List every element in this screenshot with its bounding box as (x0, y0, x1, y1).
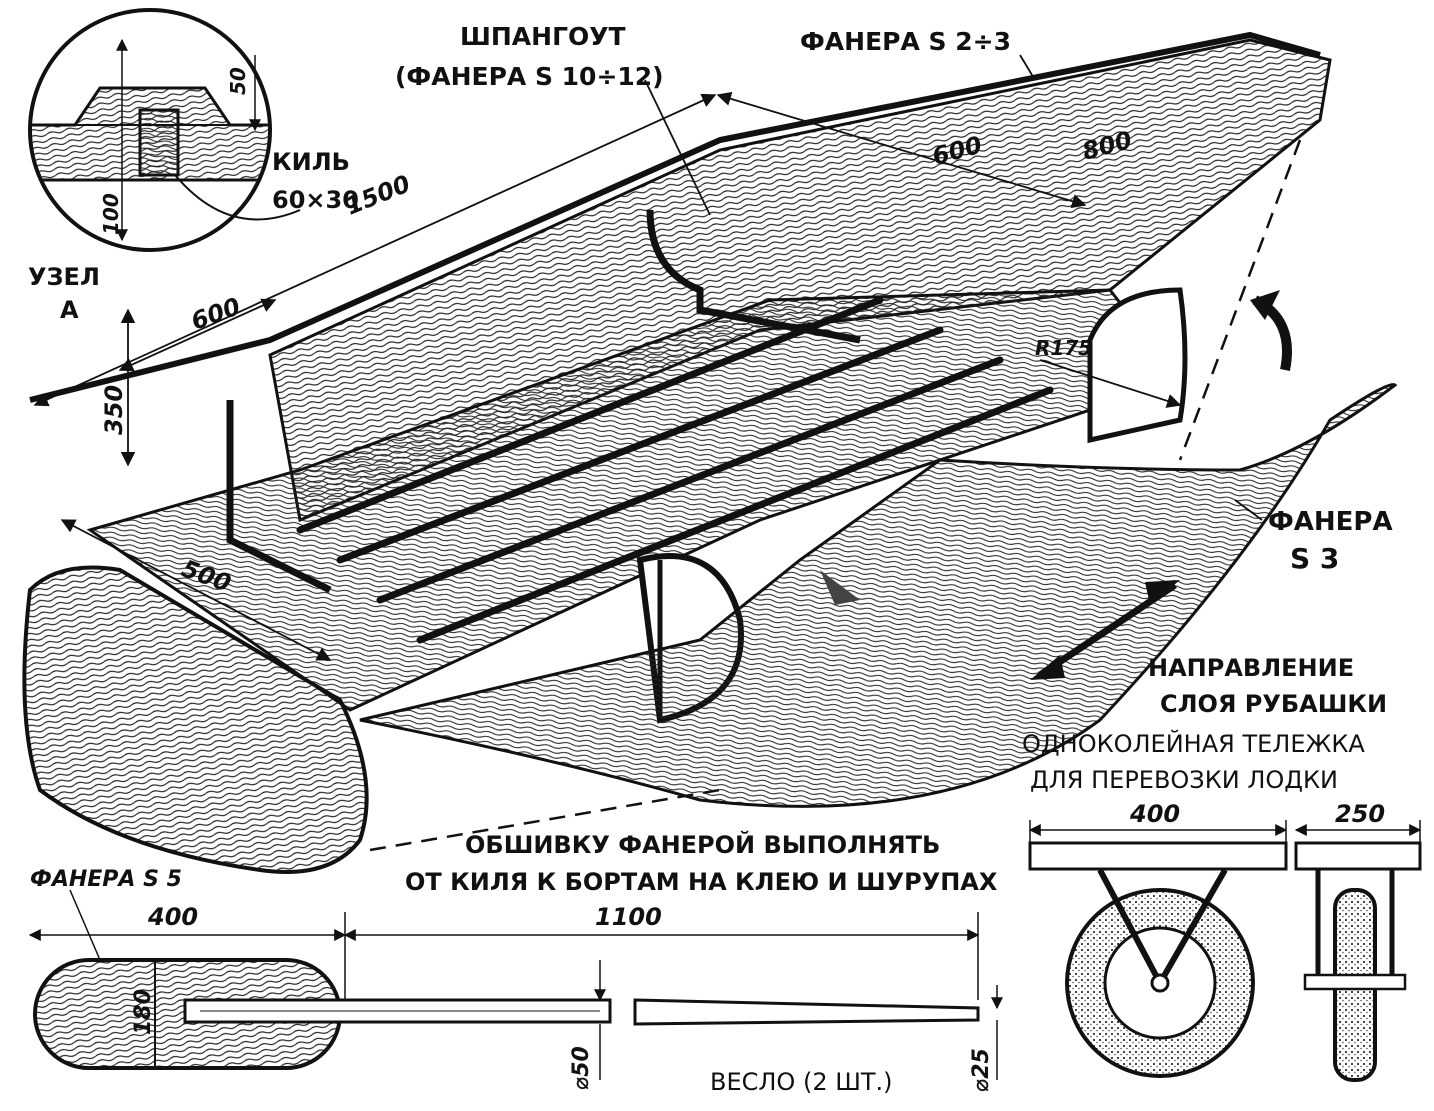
node-letter: А (60, 296, 79, 324)
oar-dim-180: 180 (131, 989, 156, 1035)
dim-1500: 1500 (342, 170, 414, 221)
sheathing-note-b: ОТ КИЛЯ К БОРТАМ НА КЛЕЮ И ШУРУПАХ (405, 868, 998, 896)
frame-title: ШПАНГОУТ (460, 22, 626, 51)
dim-350: 350 (100, 385, 128, 435)
oar-dim-50: ⌀50 (569, 1046, 594, 1090)
oar-dim-400: 400 (147, 903, 198, 931)
cart-dim-400: 400 (1129, 800, 1180, 828)
oar-label: ВЕСЛО (2 ШТ.) (710, 1068, 893, 1096)
keel-label: КИЛЬ (272, 148, 350, 176)
node-a-detail: 50 100 (28, 8, 301, 252)
cart-label-b: ДЛЯ ПЕРЕВОЗКИ ЛОДКИ (1030, 766, 1338, 794)
oar-dim-1100: 1100 (595, 903, 662, 931)
insert-arrow-icon (820, 570, 860, 605)
dim-600-left: 600 (187, 292, 244, 335)
cart-dim-250: 250 (1335, 800, 1385, 828)
cart-drawing: 400 250 (1028, 800, 1422, 1082)
frame-subtitle: (ФАНЕРА S 10÷12) (395, 62, 664, 91)
node-dim-100: 100 (99, 193, 123, 235)
grain-label-a: НАПРАВЛЕНИЕ (1148, 654, 1354, 682)
dim-r175: R175 (1035, 336, 1092, 360)
oar-drawing: ФАНЕРА S 5 400 1100 180 ⌀50 ⌀25 ВЕСЛО (2… (28, 867, 1003, 1096)
plywood-23-label: ФАНЕРА S 2÷3 (800, 27, 1011, 56)
node-dim-50: 50 (226, 67, 250, 95)
plywood-5-label: ФАНЕРА S 5 (30, 867, 182, 892)
node-label: УЗЕЛ (28, 263, 100, 291)
sheathing-note-a: ОБШИВКУ ФАНЕРОЙ ВЫПОЛНЯТЬ (465, 830, 940, 859)
plywood-3-label-a: ФАНЕРА (1268, 507, 1393, 537)
plywood-3-label-b: S 3 (1290, 542, 1339, 575)
grain-label-b: СЛОЯ РУБАШКИ (1160, 690, 1387, 718)
oar-dim-25: ⌀25 (969, 1048, 994, 1092)
cart-label-a: ОДНОКОЛЕЙНАЯ ТЕЛЕЖКА (1022, 729, 1365, 758)
